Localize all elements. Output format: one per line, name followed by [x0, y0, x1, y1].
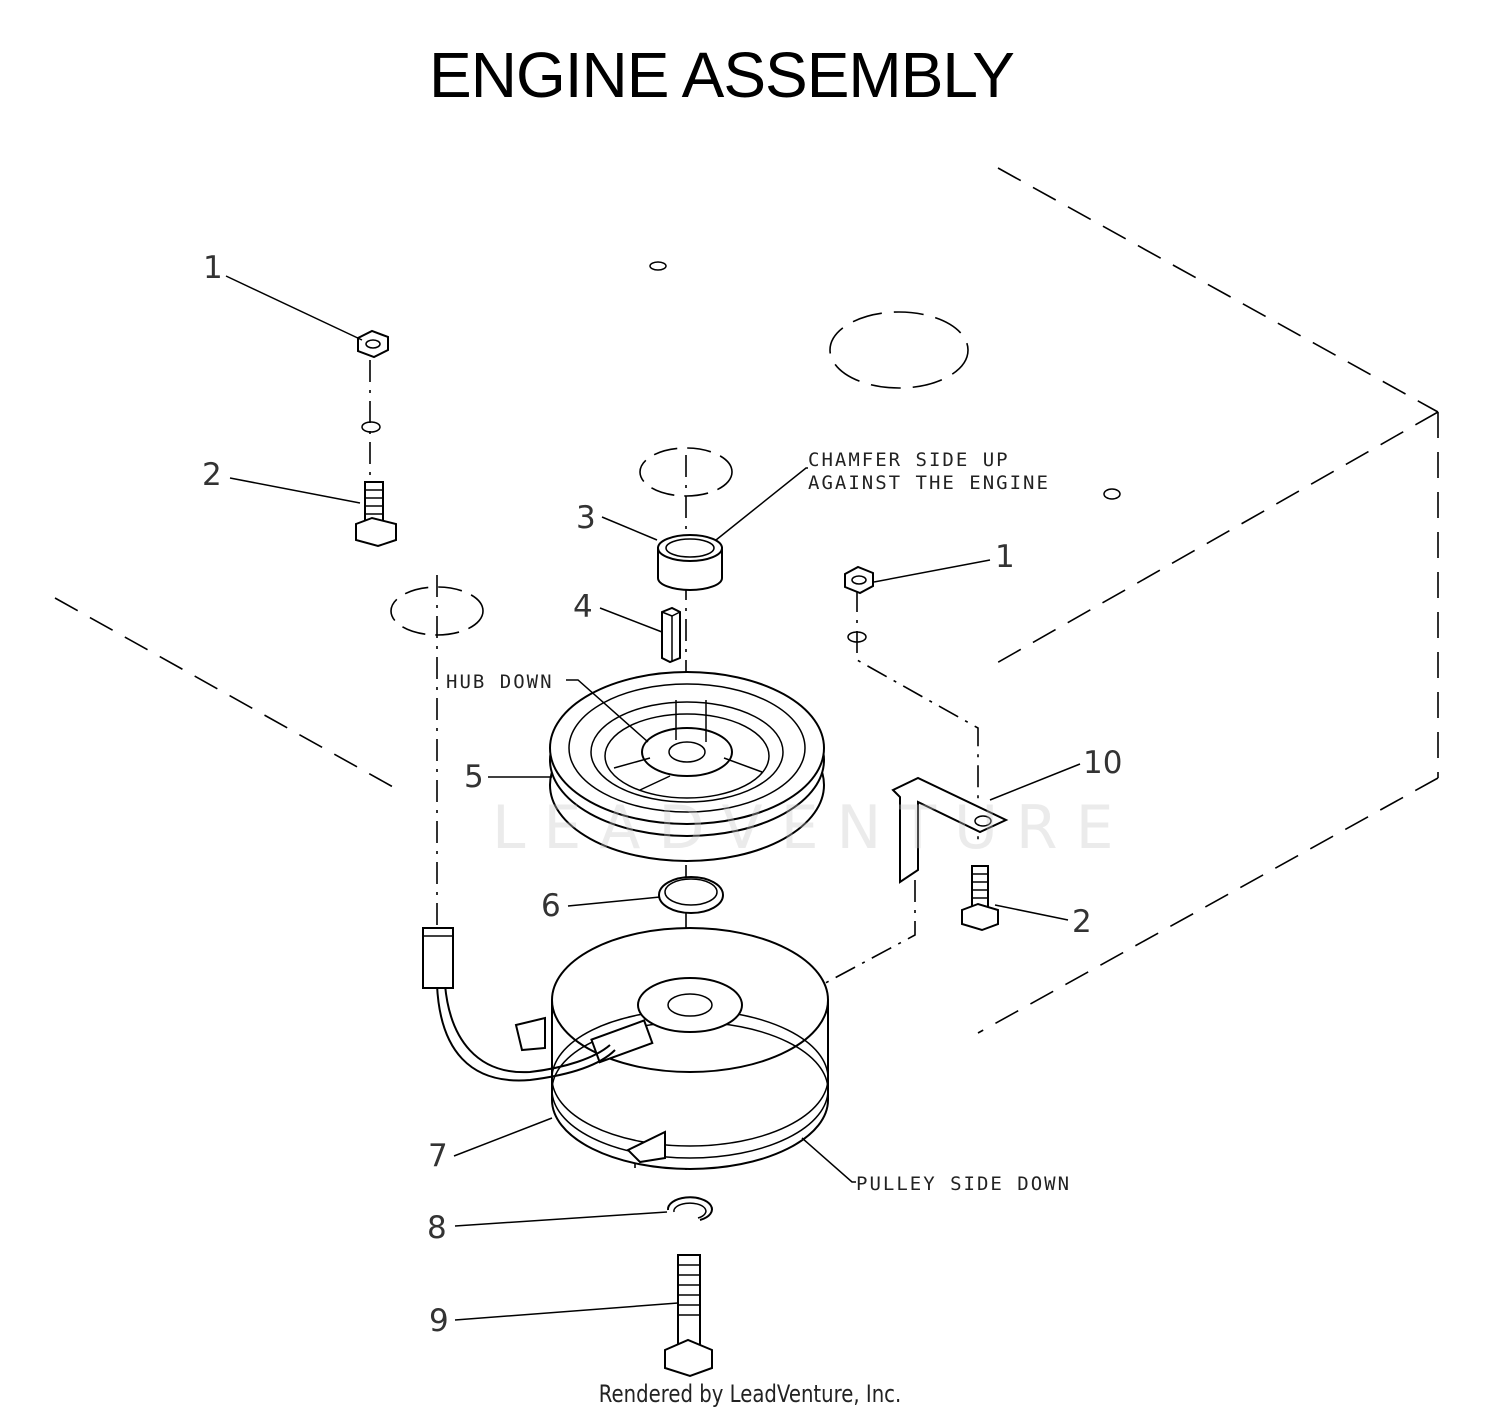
key	[661, 606, 681, 664]
pto-clutch	[422, 927, 829, 1170]
callout-3: 3	[576, 500, 596, 536]
callout-8: 8	[427, 1210, 447, 1246]
engine-outline	[54, 167, 1439, 1034]
lock-nut-right	[844, 565, 874, 643]
callout-10: 10	[1083, 745, 1122, 781]
callout-1-left: 1	[203, 250, 223, 286]
leader-lines	[225, 275, 1081, 1321]
note-chamfer-line1: CHAMFER SIDE UP	[808, 449, 1010, 471]
pulley	[549, 671, 825, 862]
callout-5: 5	[464, 759, 484, 795]
callout-2-right: 2	[1072, 904, 1092, 940]
callout-6: 6	[541, 888, 561, 924]
bolt-right	[961, 865, 999, 932]
clutch-bolt	[664, 1254, 713, 1378]
callout-4: 4	[573, 589, 593, 625]
watermark: LEADVENTURE	[492, 793, 1132, 863]
callout-2-left: 2	[202, 457, 222, 493]
callout-9: 9	[429, 1303, 449, 1339]
page-title: ENGINE ASSEMBLY	[429, 39, 1015, 111]
snap-ring	[666, 1196, 713, 1221]
bolt-left	[355, 481, 397, 548]
note-pulley-side-down: PULLEY SIDE DOWN	[856, 1173, 1071, 1195]
lock-nut-left	[357, 329, 389, 433]
footer-credit: Rendered by LeadVenture, Inc.	[598, 1380, 902, 1408]
note-chamfer-line2: AGAINST THE ENGINE	[808, 472, 1050, 494]
callout-7: 7	[428, 1138, 448, 1174]
callout-1-right: 1	[995, 539, 1015, 575]
bolt-centerline-right	[856, 590, 979, 840]
anti-rotation-bracket	[891, 776, 1009, 884]
note-hub-down: HUB DOWN	[446, 671, 554, 693]
spacer	[657, 534, 723, 591]
washer	[658, 876, 724, 914]
